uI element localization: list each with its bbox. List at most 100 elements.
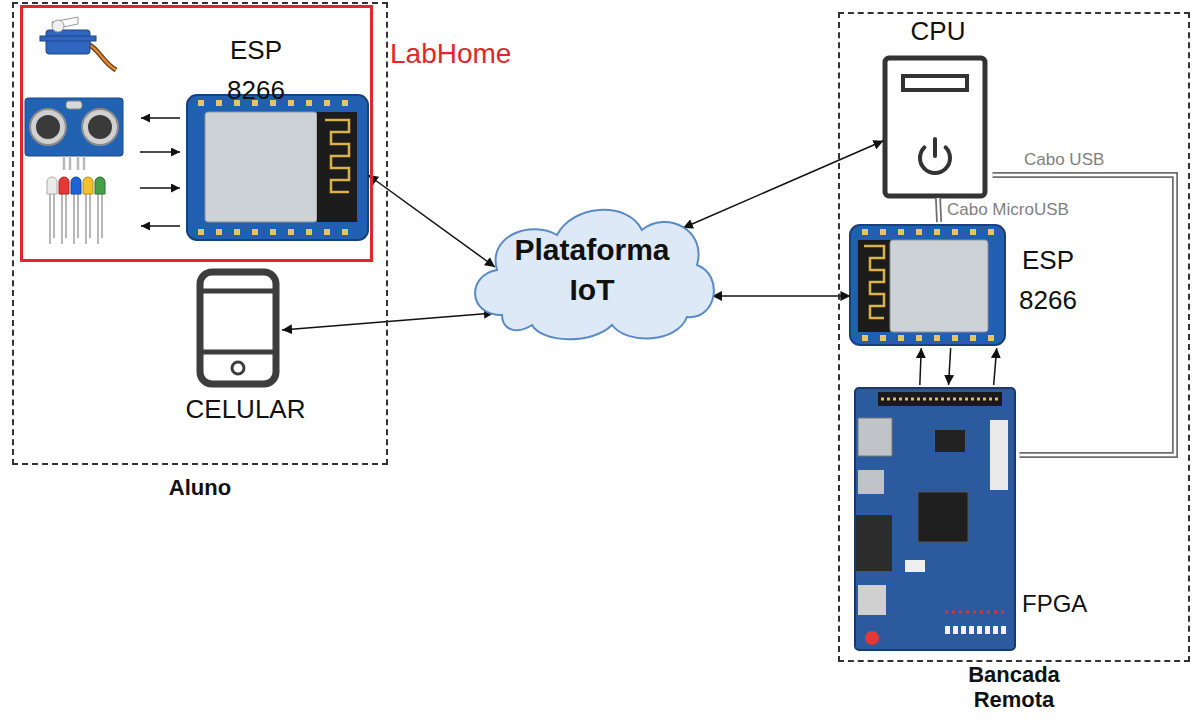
microcontroller: ESP 8266 <box>185 30 370 242</box>
signal-arrow <box>140 151 180 153</box>
esp8266-board <box>198 229 356 235</box>
link-arrow <box>712 295 850 297</box>
fpga-board <box>881 398 999 401</box>
fpga-board <box>945 611 1008 614</box>
fpga-board <box>905 560 925 572</box>
esp8266-board <box>862 335 1000 341</box>
link-arrow <box>920 348 921 385</box>
servo-motor <box>88 44 116 70</box>
ultrasonic-sensor <box>64 156 84 170</box>
led-set <box>83 177 93 194</box>
signal-arrow <box>140 118 180 226</box>
led-set <box>47 177 57 194</box>
link-arrow <box>994 348 997 385</box>
fpga-board <box>945 626 1008 634</box>
fpga-board <box>990 420 1008 490</box>
phone-icon <box>203 289 273 294</box>
ultrasonic-sensor <box>25 98 123 170</box>
signal-arrow <box>141 225 180 227</box>
phone-icon <box>203 350 273 355</box>
link-arrow <box>994 348 997 385</box>
node-label: CPU <box>875 15 1001 47</box>
cable-line <box>938 198 939 222</box>
esp8266-board <box>187 95 368 240</box>
link-arrow <box>949 348 951 385</box>
computer-tower <box>903 76 967 90</box>
phone-icon <box>200 272 276 384</box>
fpga-board <box>878 392 1002 406</box>
link-arrow <box>949 348 951 385</box>
esp8266-board <box>205 112 317 222</box>
highlight-box: ESP 8266LabHome <box>20 5 373 262</box>
microcontroller: ESP 8266 <box>848 222 1089 352</box>
link-arrow <box>683 141 883 228</box>
node-label: CELULAR <box>145 394 346 425</box>
ultrasonic-sensor <box>30 109 66 145</box>
cable-line <box>938 198 939 222</box>
servo-motor <box>52 20 64 32</box>
esp8266-board <box>864 246 884 318</box>
computer-tower <box>933 139 937 156</box>
node-label: FPGA <box>1022 590 1087 618</box>
node-label: LabHome <box>390 38 511 70</box>
link-arrow <box>712 295 850 296</box>
ultrasonic-sensor <box>66 101 82 109</box>
signal-arrow <box>140 187 180 189</box>
phone-icon <box>232 362 244 374</box>
fpga-board <box>918 492 968 542</box>
node-label: ESP 8266 <box>1013 240 1083 320</box>
computer-tower <box>885 58 985 196</box>
fpga-board <box>858 585 886 615</box>
esp8266-board <box>858 240 890 332</box>
fpga-board: FPGA <box>852 385 1093 653</box>
link-arrow <box>920 348 921 385</box>
cloud-outline <box>475 210 714 339</box>
node-label: Plataforma IoT <box>502 230 682 311</box>
cloud-outline <box>462 195 722 345</box>
signal-arrow <box>141 117 180 119</box>
cable-label: Cabo USB <box>1022 150 1106 170</box>
esp8266-board <box>325 120 349 192</box>
led-set <box>50 194 102 244</box>
ultrasonic-sensor <box>88 115 112 139</box>
phone: CELULAR <box>145 268 346 433</box>
link-arrow <box>282 313 494 330</box>
esp8266-board <box>317 112 357 222</box>
link-arrow <box>282 313 494 330</box>
servo-motor <box>40 36 96 41</box>
led-set <box>71 177 81 194</box>
fpga-board <box>855 388 1015 650</box>
esp8266-board <box>850 225 1005 345</box>
fpga-board <box>856 515 892 571</box>
esp8266-board <box>850 225 1005 345</box>
fpga-board <box>858 418 892 456</box>
esp8266-board <box>862 229 1000 235</box>
cable-line <box>938 198 939 222</box>
fpga-board <box>855 388 1015 650</box>
ultrasonic-sensor <box>82 109 118 145</box>
ultrasonic-sensor <box>25 98 123 156</box>
led-set <box>59 177 69 194</box>
node-label: Bancada Remota <box>954 662 1074 713</box>
cloud-platform: Plataforma IoT <box>462 195 722 345</box>
fpga-board <box>858 470 884 494</box>
computer: CPU <box>875 15 1001 200</box>
node-label: ESP 8266 <box>211 30 301 110</box>
servo-motor <box>88 44 116 70</box>
phone-icon <box>200 272 276 384</box>
esp8266-board <box>187 95 368 240</box>
group-region: CPUESP 8266FPGABancada Remota <box>838 12 1190 662</box>
servo-motor <box>46 30 90 54</box>
ultrasonic-sensor <box>36 115 60 139</box>
fpga-board <box>935 430 965 452</box>
computer-tower <box>885 58 985 196</box>
group-region: ESP 8266LabHomeCELULARAluno <box>12 2 388 465</box>
node-label: Aluno <box>14 475 386 501</box>
fpga-board <box>865 631 879 645</box>
led-set <box>95 177 105 194</box>
cable-label: Cabo MicroUSB <box>945 200 1071 220</box>
